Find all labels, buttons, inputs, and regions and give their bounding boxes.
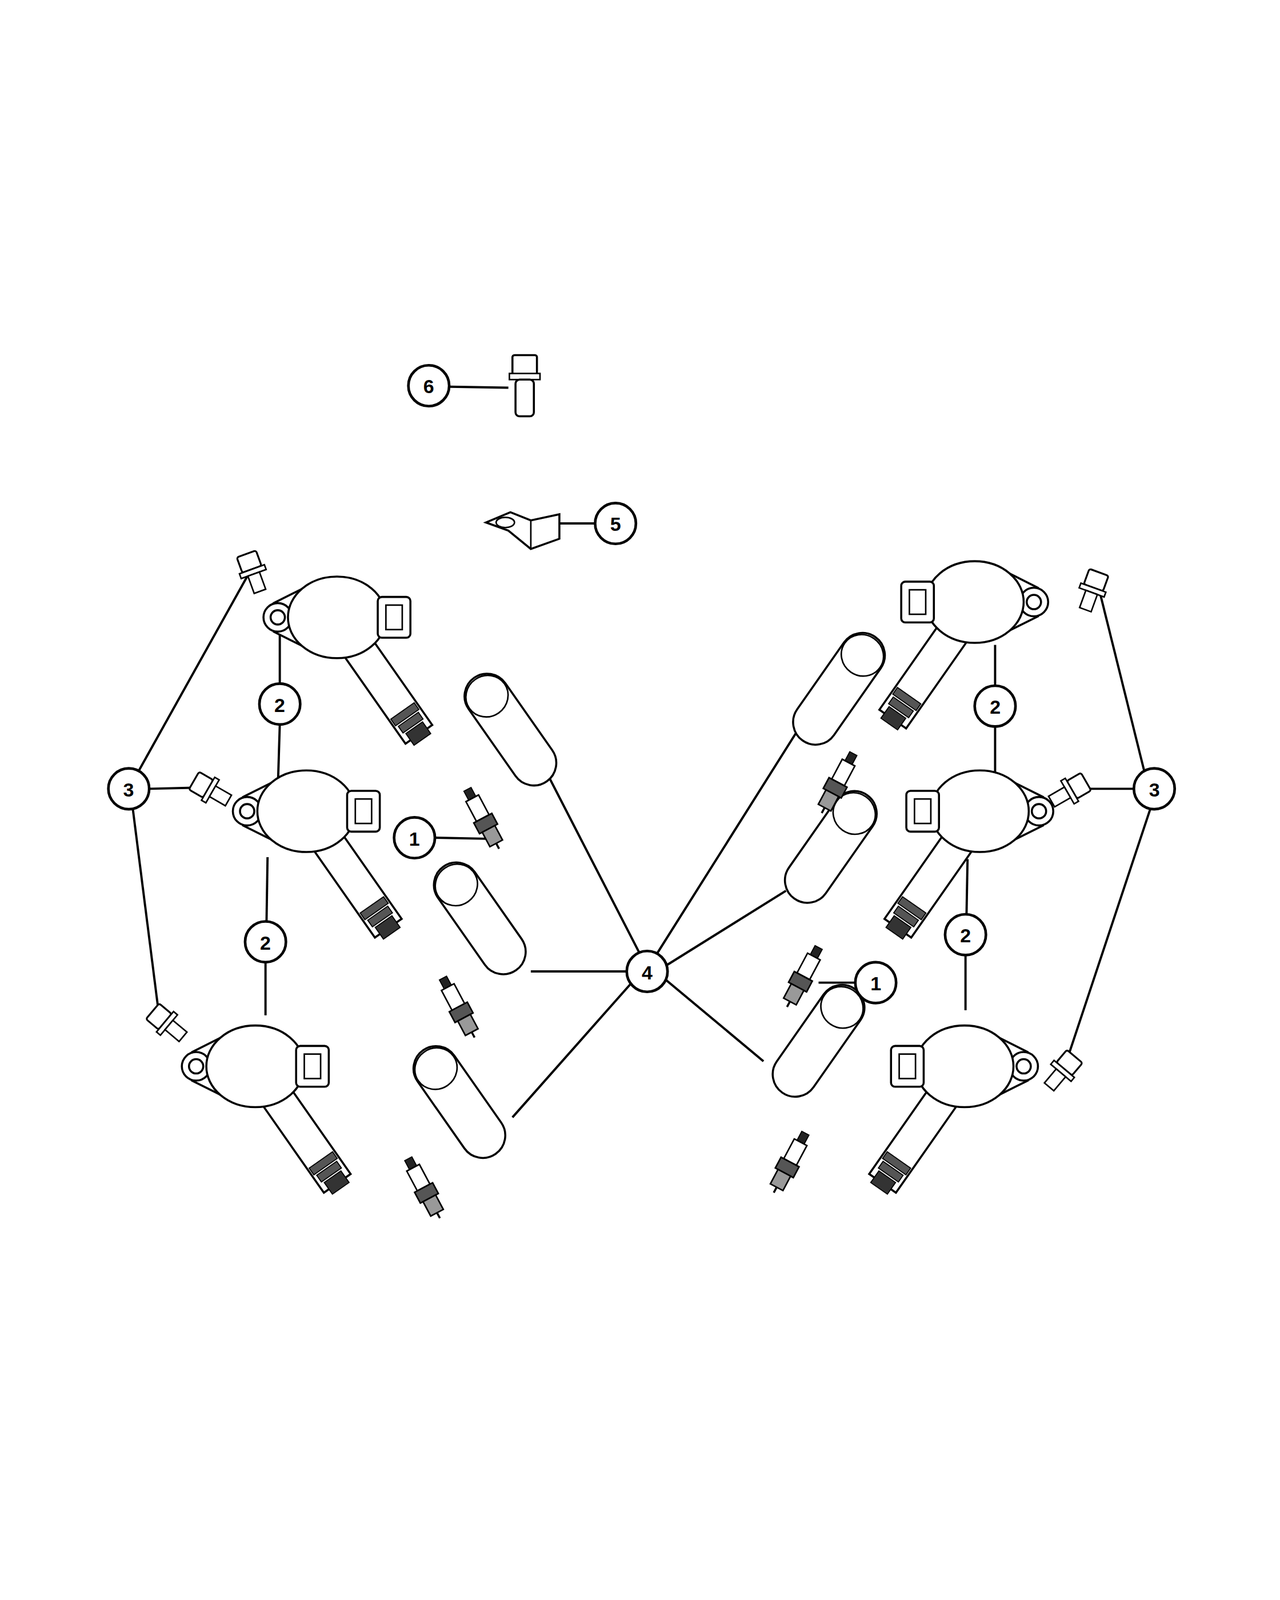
callout-number: 1 (409, 829, 420, 849)
callout-number: 1 (870, 973, 882, 994)
callout-number: 2 (274, 695, 286, 715)
callout-number: 3 (1149, 780, 1160, 800)
spark-plug (399, 748, 863, 1223)
callout-circle (108, 365, 1175, 1003)
coil-bolt (144, 549, 1112, 1096)
callout-number: 2 (989, 697, 1001, 717)
callout-number: 3 (123, 780, 135, 800)
callout-number: 5 (610, 514, 622, 534)
callout-number: 2 (960, 925, 971, 946)
coil-boot (404, 624, 894, 1167)
ignition-coil (181, 561, 1054, 1198)
bracket (485, 512, 560, 549)
callout-number: 2 (260, 933, 271, 953)
bolt (509, 354, 540, 416)
callout-number: 6 (423, 376, 435, 396)
leader-lines (133, 386, 1151, 1118)
callout-number: 4 (641, 962, 653, 983)
